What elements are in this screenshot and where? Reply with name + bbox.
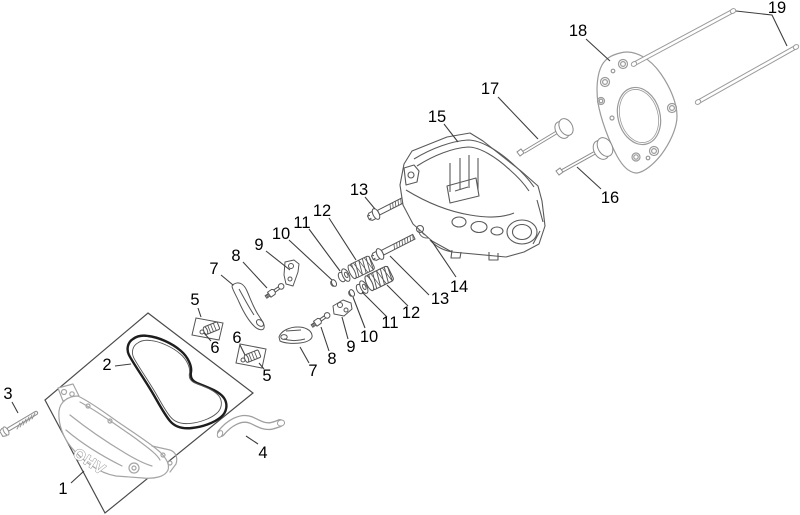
leader-rocker-arm-a [220, 274, 234, 286]
rocker-arm-b-drawing [278, 326, 313, 344]
leader-valve-keeper-a [288, 239, 333, 281]
head-bolt-b-drawing [370, 233, 416, 261]
leader-guide-plate-a [265, 250, 291, 271]
leader-washer [430, 239, 457, 278]
label-valve-cover-gasket: 2 [102, 356, 111, 374]
cylinder-head-drawing [399, 132, 546, 261]
part-labels: 1234566578910111213789101112131415161718… [3, 0, 786, 498]
leader-cylinder-head [443, 123, 459, 143]
head-bolt-a-drawing [366, 194, 410, 221]
leader-keeper-a [203, 332, 212, 342]
label-pivot-stud-a: 8 [231, 247, 240, 265]
leader-cover-screw [11, 401, 19, 414]
label-keeper-a: 6 [210, 339, 219, 357]
head-gasket-drawing [596, 51, 678, 174]
spring-retainer-b-drawing [355, 280, 369, 295]
leader-pivot-stud-a [242, 261, 268, 289]
leader-head-gasket [585, 38, 611, 62]
guide-plate-a-drawing [283, 259, 300, 287]
keeper-kit-b-drawing [235, 343, 267, 369]
leader-head-bolt-b [389, 255, 430, 296]
label-valve-cover: 1 [58, 480, 67, 498]
label-breather-hose: 4 [258, 444, 267, 462]
valve-keeper-a-drawing [330, 279, 338, 288]
pivot-stud-a-drawing [264, 283, 285, 299]
breather-hose-drawing [216, 414, 286, 438]
leader-guide-plate-b [341, 316, 349, 340]
label-pivot-stud-b: 8 [327, 350, 336, 368]
leader-spring-retainer-a [308, 228, 341, 272]
label-keeper-b: 6 [232, 329, 241, 347]
rocker-arm-a-drawing [231, 282, 265, 331]
keeper-kit-a-drawing [191, 317, 224, 341]
leader-breather-hose [245, 435, 259, 445]
label-keeper-kit-b: 5 [262, 367, 271, 385]
label-rocker-arm-a: 7 [209, 260, 218, 278]
valve-keeper-b-drawing [348, 289, 356, 298]
cover-screw-drawing [0, 410, 39, 437]
label-valve-spring-a: 12 [313, 202, 331, 220]
label-cylinder-head: 15 [428, 108, 446, 126]
label-rocker-arm-b: 7 [308, 362, 317, 380]
label-spring-retainer-a: 11 [293, 214, 310, 232]
leader-valve-keeper-b [352, 296, 366, 329]
leader-keeper-b [239, 344, 246, 356]
leader-valve-cover [70, 470, 85, 484]
label-valve-keeper-b: 10 [360, 328, 378, 346]
label-push-rods: 19 [768, 0, 786, 17]
valve-spring-a-drawing [347, 255, 375, 280]
label-washer: 14 [450, 278, 468, 296]
leader-intake-valve [497, 96, 539, 140]
leader-spring-retainer-b [361, 291, 388, 318]
label-head-bolt-b: 13 [431, 290, 449, 308]
spring-retainer-a-drawing [337, 268, 351, 283]
leader-keeper-kit-a [197, 307, 202, 318]
label-head-bolt-a: 13 [350, 181, 368, 199]
leader-head-bolt-a [364, 196, 376, 210]
valve-cover-boundary-box [44, 312, 254, 514]
pivot-stud-b-drawing [310, 312, 331, 328]
label-cover-screw: 3 [3, 385, 12, 403]
label-guide-plate-a: 9 [254, 236, 263, 254]
leader-keeper-kit-b [258, 362, 265, 370]
leader-pivot-stud-b [320, 326, 330, 352]
leader-rocker-arm-b [299, 346, 310, 364]
push-rods-drawing [630, 8, 800, 105]
label-spring-retainer-b: 11 [381, 314, 398, 332]
valve-spring-b-drawing [364, 265, 394, 292]
label-valve-spring-b: 12 [402, 304, 420, 322]
label-head-gasket: 18 [569, 22, 587, 40]
label-valve-keeper-a: 10 [272, 225, 290, 243]
label-guide-plate-b: 9 [346, 338, 355, 356]
label-intake-valve: 17 [481, 80, 499, 98]
valve-cover-gasket-drawing [126, 334, 228, 430]
intake-valve-drawing [516, 118, 574, 157]
leader-valve-spring-b [386, 284, 409, 307]
label-keeper-kit-a: 5 [190, 291, 199, 309]
guide-plate-b-drawing [332, 299, 353, 317]
exhaust-valve-drawing [555, 137, 614, 176]
leader-push-rods [735, 10, 788, 47]
leader-lines [11, 10, 788, 484]
leader-valve-cover-gasket [114, 363, 132, 367]
leader-valve-spring-a [328, 217, 357, 261]
label-exhaust-valve: 16 [601, 189, 619, 207]
leader-exhaust-valve [576, 166, 602, 190]
